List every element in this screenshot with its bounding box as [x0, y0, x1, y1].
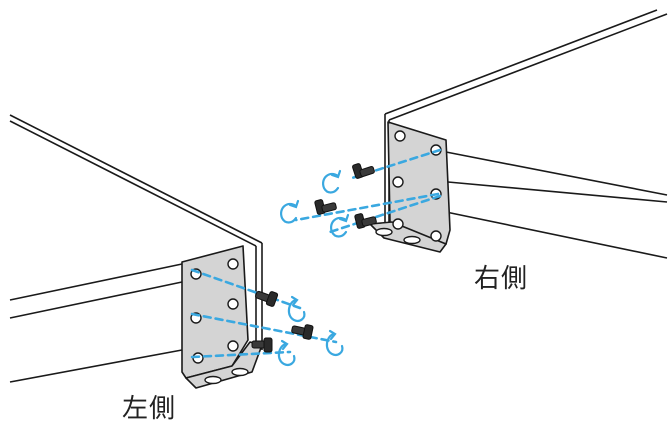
screw-icon [291, 324, 314, 340]
left-screws [251, 290, 314, 353]
right-guide-line-bottom [328, 194, 442, 234]
left-guide-line-middle [190, 312, 338, 344]
left-guide-lines [190, 268, 338, 359]
right-guide-line-middle [294, 192, 440, 222]
clockwise-rotation-icon [280, 199, 300, 224]
left-device-chassis [9, 114, 263, 383]
right-screws [314, 163, 377, 229]
clockwise-rotation-icon [322, 169, 342, 194]
right-bracket [369, 121, 451, 253]
screw-icon [314, 199, 337, 215]
clockwise-rotation-icon [287, 295, 306, 322]
left-guide-line-bottom [190, 350, 292, 359]
left-bracket [181, 245, 263, 389]
left-side-label: 左側 [122, 394, 177, 424]
clockwise-rotation-icon [277, 339, 296, 366]
clockwise-rotation-icon [325, 329, 344, 356]
right-side-label: 右側 [474, 264, 529, 294]
right-rotation-arrows [280, 169, 350, 238]
screw-icon [352, 163, 375, 179]
screw-icon [251, 337, 273, 353]
screw-icon [354, 213, 377, 229]
screw-icon [255, 290, 279, 307]
left-rotation-arrows [277, 295, 344, 366]
left-guide-line-top [190, 268, 302, 310]
clockwise-rotation-icon [330, 213, 350, 238]
